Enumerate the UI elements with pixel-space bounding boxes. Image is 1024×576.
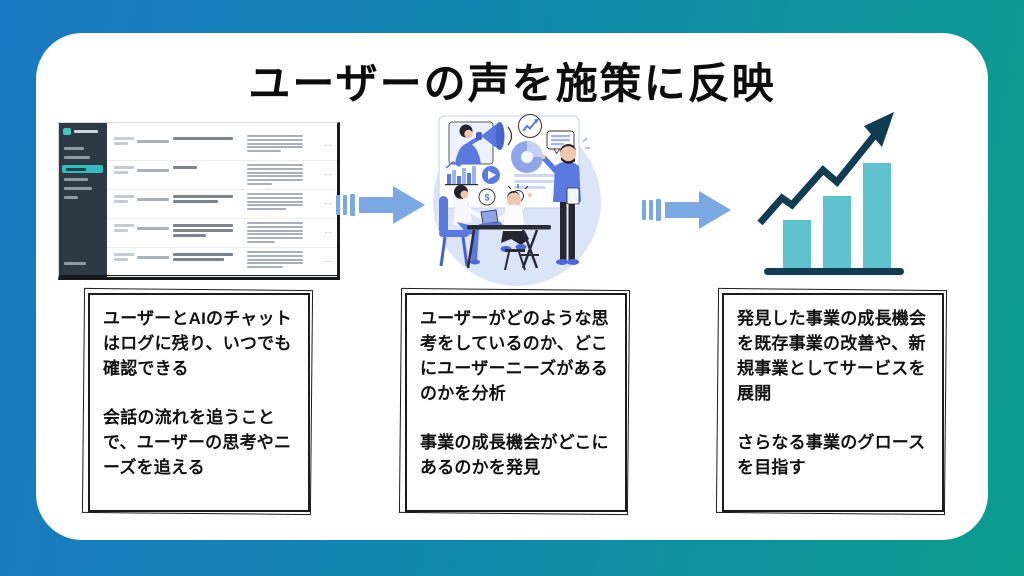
- table-row: …: [107, 219, 337, 248]
- answer-cell: [247, 135, 303, 154]
- app-name-placeholder: [74, 130, 98, 133]
- date-cell: [114, 137, 134, 147]
- user-cell: [137, 169, 169, 174]
- row-menu-icon: …: [324, 139, 332, 148]
- chat-log-screenshot: … … … …: [58, 122, 340, 280]
- flow-arrow-icon: [336, 186, 425, 224]
- note-paragraph: ユーザーがどのような思考をしているのか、どこにユーザーニーズがあるのかを分析: [420, 309, 609, 403]
- user-cell: [137, 227, 169, 232]
- date-cell: [114, 224, 134, 234]
- trend-badge-icon: [518, 114, 542, 138]
- note-paragraph: さらなる事業のグロースを目指す: [737, 433, 926, 477]
- screenshot-sidebar: [59, 123, 107, 275]
- growth-bars: [783, 163, 891, 268]
- table-row: …: [107, 248, 337, 277]
- question-cell: [173, 137, 233, 142]
- note-paragraph: 会話の流れを追うことで、ユーザーの思考やニーズを追える: [103, 408, 292, 477]
- date-cell: [114, 253, 134, 263]
- answer-cell: [247, 193, 303, 212]
- screenshot-logo: [63, 128, 98, 135]
- screenshot-log-table: … … … …: [107, 123, 337, 277]
- date-cell: [114, 166, 134, 176]
- bar-chart-icon: [445, 157, 478, 186]
- row-menu-icon: …: [324, 226, 332, 235]
- flow-arrow-icon: [642, 191, 731, 229]
- user-cell: [137, 256, 169, 261]
- question-cell: [173, 195, 233, 205]
- sidebar-item: [64, 196, 78, 199]
- note-paragraph: 発見した事業の成長機会を既存事業の改善や、新規事業としてサービスを展開: [737, 309, 927, 403]
- row-menu-icon: …: [324, 197, 332, 206]
- sidebar-item: [64, 156, 90, 159]
- standing-presenter: [540, 137, 590, 265]
- sidebar-item: [64, 187, 92, 190]
- desk: [466, 209, 551, 269]
- row-menu-icon: …: [324, 255, 332, 264]
- play-icon: [482, 166, 500, 184]
- answer-cell: [247, 164, 303, 187]
- pie-chart-icon: [511, 141, 543, 173]
- note-card-growth: 発見した事業の成長機会を既存事業の改善や、新規事業としてサービスを展開 さらなる…: [722, 293, 944, 512]
- dollar-icon: $: [478, 188, 496, 206]
- question-cell: [173, 166, 233, 171]
- note-paragraph: ユーザーとAIのチャットはログに残り、いつでも確認できる: [103, 309, 292, 378]
- answer-cell: [247, 222, 303, 245]
- chart-baseline: [764, 268, 904, 275]
- growth-bar-chart-icon: [757, 112, 904, 275]
- note-card-chat-log: ユーザーとAIのチャットはログに残り、いつでも確認できる 会話の流れを追うことで…: [88, 293, 310, 512]
- sidebar-item: [64, 178, 88, 181]
- data-analysis-illustration: $: [433, 114, 601, 286]
- answer-cell: [247, 251, 303, 270]
- user-cell: [137, 140, 169, 145]
- sidebar-item-active: [62, 165, 103, 173]
- sidebar-item: [64, 147, 84, 150]
- note-paragraph: 事業の成長機会がどこにあるのかを発見: [420, 433, 609, 477]
- app-logo-icon: [63, 128, 71, 135]
- text-lines: [514, 174, 560, 189]
- trend-arrow: [757, 112, 894, 226]
- screenshot-nav: [62, 147, 103, 205]
- svg-text:$: $: [484, 193, 489, 203]
- sidebar-logout-item: [64, 262, 86, 265]
- table-row: …: [107, 132, 337, 161]
- row-menu-icon: …: [324, 168, 332, 177]
- date-cell: [114, 195, 134, 205]
- table-row: …: [107, 161, 337, 190]
- question-cell: [173, 224, 233, 239]
- table-row: …: [107, 190, 337, 219]
- page-title: ユーザーの声を施策に反映: [248, 60, 776, 107]
- note-card-analysis: ユーザーがどのような思考をしているのか、どこにユーザーニーズがあるのかを分析 事…: [405, 293, 627, 512]
- megaphone-icon: [476, 122, 513, 150]
- question-cell: [173, 253, 233, 263]
- user-cell: [137, 198, 169, 203]
